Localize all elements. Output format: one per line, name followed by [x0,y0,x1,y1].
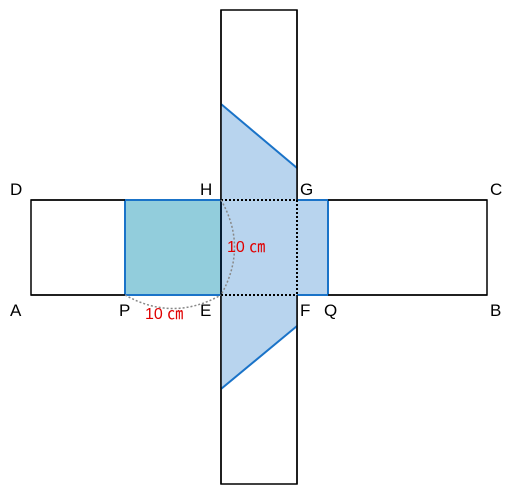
square-p-e-h [125,200,221,295]
point-label-a: A [10,301,22,320]
arc-h-e [220,199,236,296]
edge-lower-diagonal [220,325,298,390]
point-label-e: E [200,301,211,320]
point-label-d: D [10,180,22,199]
shaded-middle-band [221,200,328,295]
point-label-f: F [300,301,310,320]
shaded-upper-trapezoid [221,104,297,200]
arc-p-e [124,294,222,310]
point-label-c: C [490,180,502,199]
measure-p-e: 10 ㎝ [145,306,183,323]
shaded-lower-trapezoid [221,295,297,389]
measure-h-e: 10 ㎝ [227,239,265,256]
edge-upper-diagonal [220,103,298,169]
point-label-q: Q [324,301,337,320]
point-label-p: P [119,301,130,320]
point-label-h: H [200,180,212,199]
point-label-g: G [300,180,313,199]
point-label-b: B [490,301,501,320]
